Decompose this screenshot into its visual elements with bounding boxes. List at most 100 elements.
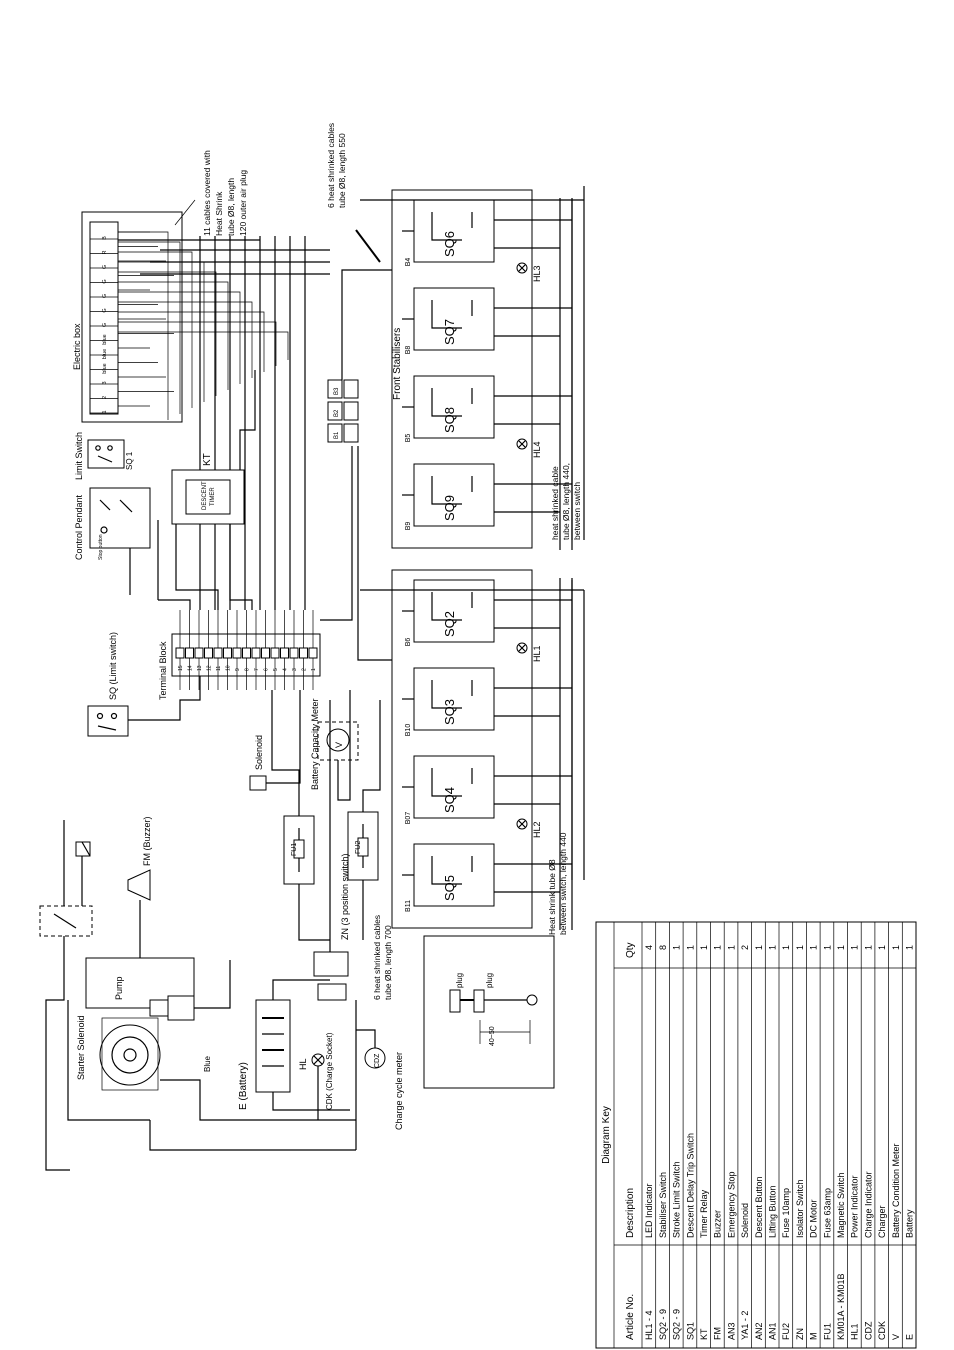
stabiliser-switch-label: SQ2 bbox=[442, 611, 457, 637]
terminal bbox=[175, 647, 185, 659]
b-connector-label: B11 bbox=[405, 900, 412, 912]
connector-wire bbox=[320, 446, 353, 621]
terminal-number: 12 bbox=[207, 665, 213, 671]
zn-switch bbox=[313, 951, 349, 977]
key-description: Lifting Button bbox=[768, 1185, 778, 1238]
stop-button-label: Stop button bbox=[98, 534, 104, 560]
cable6-bottom-label: tube Ø8, length 700 bbox=[383, 925, 393, 1000]
dim-label: 40~50 bbox=[489, 1026, 496, 1046]
switch-internal bbox=[431, 388, 462, 417]
terminal-number: 4 bbox=[283, 668, 289, 671]
terminal-block-label: Terminal Block bbox=[158, 641, 168, 700]
key-qty: 1 bbox=[836, 945, 846, 950]
pendant-button bbox=[99, 499, 111, 511]
electric-box-pin: G bbox=[102, 265, 108, 269]
key-article: FU1 bbox=[822, 1323, 832, 1340]
cable6-bottom-label: 6 heat shrinked cables bbox=[372, 915, 382, 1000]
starter-solenoid-frame bbox=[101, 1017, 159, 1091]
key-qty: 1 bbox=[685, 945, 695, 950]
harness-cable bbox=[118, 241, 181, 414]
lamp-cross bbox=[518, 264, 526, 272]
key-qty: 1 bbox=[754, 945, 764, 950]
terminal bbox=[280, 647, 289, 659]
key-description: Fuse 10amp bbox=[781, 1188, 791, 1238]
key-qty: 1 bbox=[672, 945, 682, 950]
terminal bbox=[299, 647, 308, 659]
control-pendant bbox=[89, 487, 151, 549]
pendant-button bbox=[119, 499, 133, 513]
key-header-description: Description bbox=[625, 1188, 636, 1238]
key-qty: 1 bbox=[713, 945, 723, 950]
switch-internal bbox=[431, 592, 462, 621]
switch-internal bbox=[431, 300, 462, 329]
electric-box-pin: G bbox=[102, 323, 108, 327]
pendant-stop bbox=[100, 526, 108, 534]
zn-switch-positions bbox=[317, 983, 347, 1001]
dc-motor-m bbox=[99, 1024, 161, 1086]
front-stabilisers-label: Front Stabilisers bbox=[392, 328, 403, 400]
key-qty: 8 bbox=[658, 945, 668, 950]
terminal-number: 3 bbox=[292, 668, 298, 671]
control-pendant-label: Control Pendant bbox=[74, 494, 84, 560]
electric-box-pin: blue bbox=[102, 349, 108, 359]
key-qty: 1 bbox=[877, 945, 887, 950]
stabiliser-switch bbox=[413, 755, 495, 819]
key-description: Charge Indicator bbox=[863, 1171, 873, 1238]
terminal-number: 2 bbox=[302, 668, 308, 671]
connector-label: B2 bbox=[334, 409, 340, 417]
fuse-body bbox=[357, 837, 369, 857]
stabiliser-switch-label: SQ8 bbox=[442, 407, 457, 433]
harness-cable bbox=[118, 271, 217, 396]
battery-e bbox=[255, 999, 291, 1093]
key-article: ZN bbox=[795, 1328, 805, 1340]
key-frame bbox=[595, 921, 917, 1349]
key-qty: 1 bbox=[699, 945, 709, 950]
terminal bbox=[261, 647, 270, 659]
battery-meter-v: V bbox=[334, 742, 344, 748]
key-description: Stroke Limit Switch bbox=[672, 1161, 682, 1238]
stabiliser-switch-label: SQ5 bbox=[442, 875, 457, 901]
terminal-number: 13 bbox=[197, 665, 203, 671]
sq1-label: SQ 1 bbox=[125, 451, 134, 470]
connector-wire bbox=[357, 446, 392, 661]
connector bbox=[327, 379, 343, 399]
sq-limit-switch bbox=[87, 705, 129, 737]
key-article: HL1 bbox=[850, 1323, 860, 1340]
key-article: SQ2 - 9 bbox=[672, 1309, 682, 1340]
switch-internal bbox=[431, 680, 462, 709]
fuse-wire bbox=[298, 884, 330, 941]
terminal bbox=[242, 647, 251, 659]
connector-label: B1 bbox=[334, 431, 340, 439]
harness-cable bbox=[118, 311, 265, 372]
key-article: V bbox=[891, 1334, 901, 1340]
terminal bbox=[185, 647, 194, 659]
buzzer-fm bbox=[127, 869, 151, 901]
pump-contactor bbox=[167, 995, 195, 1021]
key-qty: 1 bbox=[822, 945, 832, 950]
battery-wire bbox=[272, 979, 330, 1000]
heat-between-top-label: heat shrinked cable bbox=[550, 466, 560, 540]
heat-between-top-label: between switch bbox=[572, 482, 582, 540]
electric-box-pin: blue bbox=[102, 334, 108, 344]
pump-wire bbox=[194, 960, 231, 1009]
pendant-wire bbox=[158, 599, 191, 610]
switch-internal bbox=[431, 476, 462, 505]
cable11-label: tube Ø8, length bbox=[226, 178, 236, 236]
cable11-label: 11 cables covered with bbox=[202, 150, 212, 236]
terminal-number: 1 bbox=[311, 668, 317, 671]
connector-label: B3 bbox=[334, 387, 340, 395]
battery-meter-gauge bbox=[326, 728, 350, 752]
key-description: Descent Button bbox=[754, 1176, 764, 1238]
stabiliser-switch bbox=[413, 667, 495, 731]
terminal bbox=[213, 647, 223, 659]
solenoid-label: Solenoid bbox=[254, 735, 264, 770]
key-article: AN3 bbox=[726, 1322, 736, 1340]
key-article: E bbox=[905, 1334, 915, 1340]
switch-internal bbox=[431, 768, 462, 797]
cdk-label: CDK (Charge Socket) bbox=[325, 1032, 334, 1110]
switch-contact bbox=[107, 445, 113, 451]
terminal bbox=[251, 647, 261, 659]
switch-internal bbox=[431, 212, 462, 241]
connector bbox=[343, 423, 359, 443]
electric-box-pin-strip bbox=[89, 221, 119, 415]
